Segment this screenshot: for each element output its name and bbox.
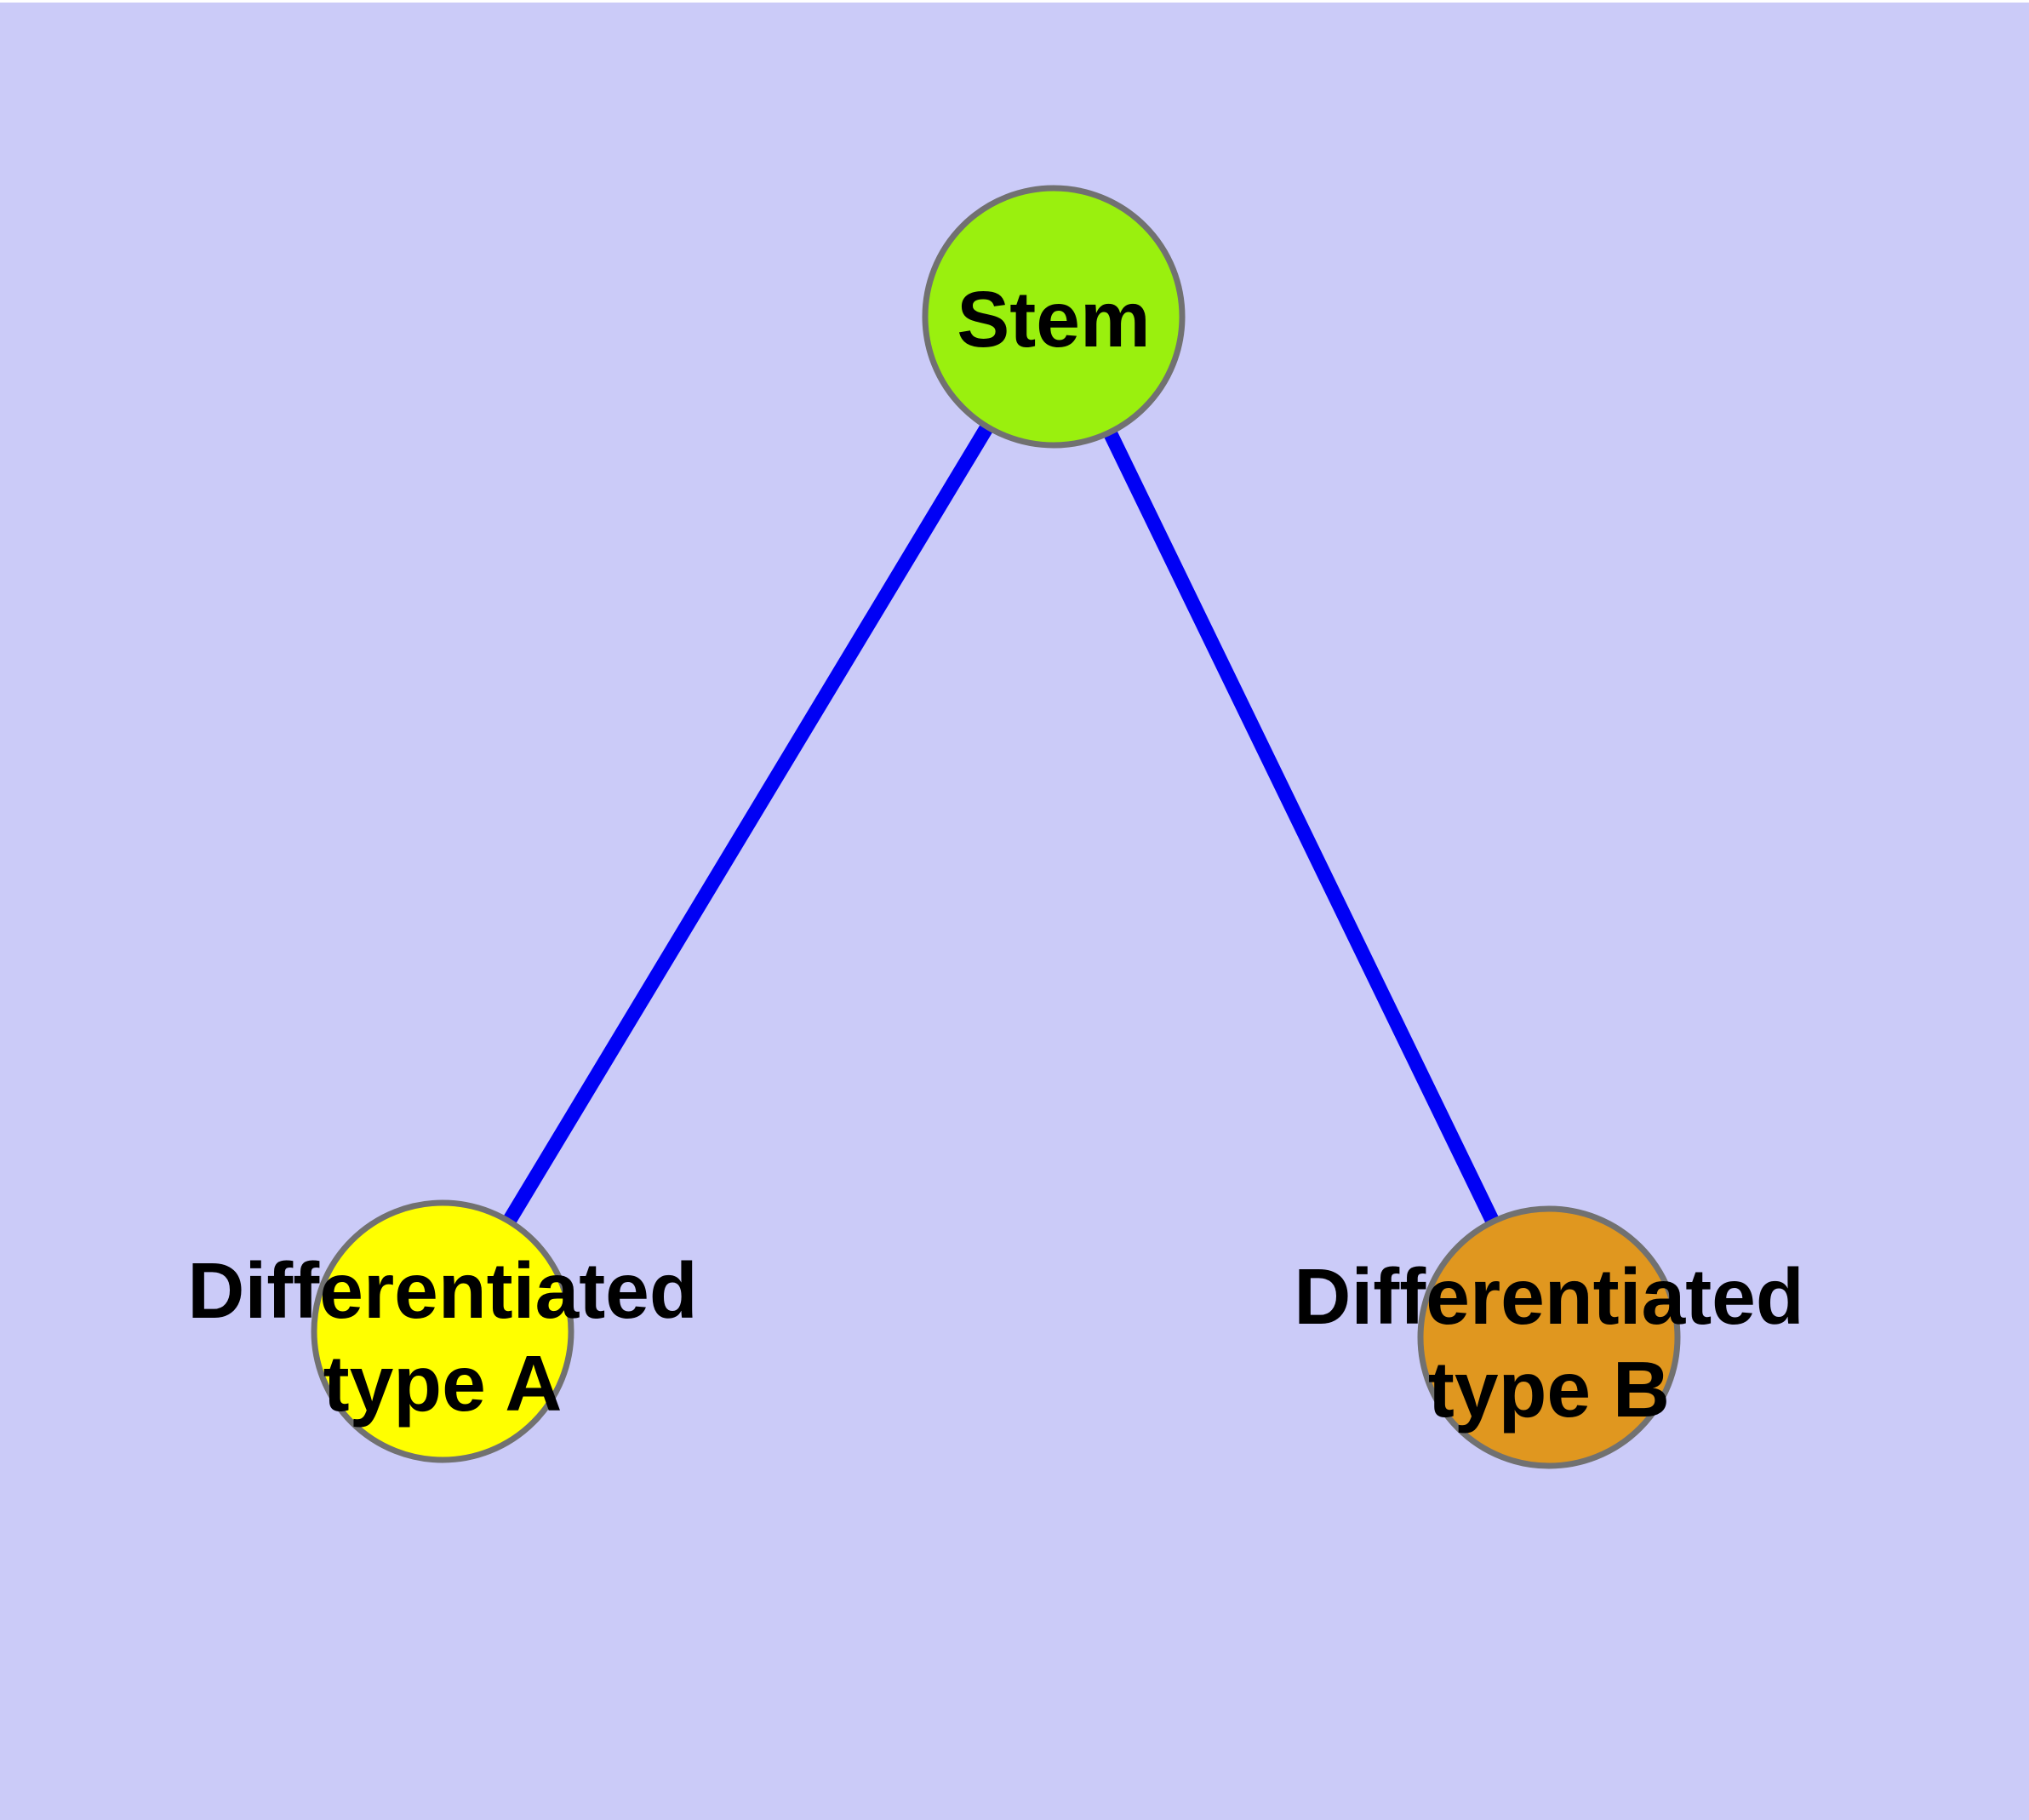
top-edge-strip bbox=[0, 0, 2029, 3]
node-type-b-label-line1: Differentiated bbox=[1294, 1252, 1803, 1341]
node-type-a-label-line1: Differentiated bbox=[187, 1246, 697, 1335]
node-type-a bbox=[311, 1199, 574, 1463]
edge-stem-to-type-a bbox=[436, 312, 1060, 1336]
node-stem-label: Stem bbox=[957, 275, 1150, 363]
node-type-b bbox=[1417, 1205, 1681, 1469]
edge-stem-to-type-b bbox=[1047, 313, 1556, 1341]
node-type-a-label-line2: type A bbox=[323, 1339, 563, 1428]
node-stem bbox=[922, 185, 1186, 449]
node-type-b-label-line2: type B bbox=[1428, 1345, 1670, 1434]
